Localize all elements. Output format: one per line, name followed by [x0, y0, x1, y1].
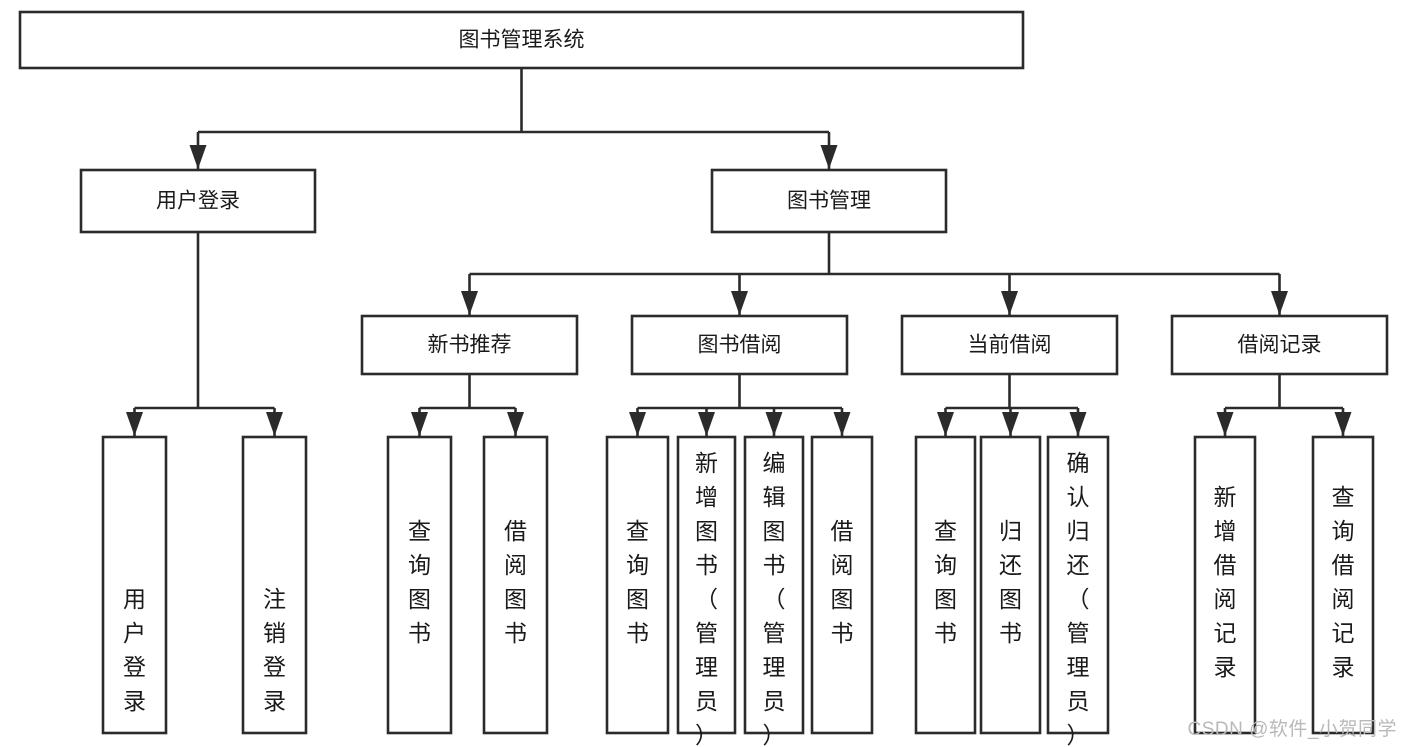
- level3-node-0-label: 新书推荐: [428, 334, 512, 357]
- edge-books-mgmt-arrow-1: [731, 291, 748, 315]
- edge-login-arrow-0: [126, 412, 143, 436]
- leaf-node-3-label: 借阅图书: [504, 518, 527, 646]
- level2-node-1-label: 图书管理: [787, 190, 871, 213]
- level2-node-0-label: 用户登录: [156, 190, 240, 213]
- leaf-node-7-box[interactable]: [810, 435, 874, 735]
- leaf-node-3[interactable]: 借阅图书: [482, 435, 549, 735]
- leaf-node-10-label: 确认归还（管理员）: [1067, 450, 1090, 747]
- leaf-node-11[interactable]: 新增借阅记录: [1193, 435, 1257, 735]
- root-node-box[interactable]: [18, 10, 1025, 70]
- leaf-node-6-label: 编辑图书（管理员）: [763, 450, 786, 747]
- watermark-text: CSDN @软件_小贺同学: [1187, 719, 1397, 740]
- leaf-node-4[interactable]: 查询图书: [605, 435, 670, 735]
- edge-books-mgmt-arrow-3: [1271, 291, 1288, 315]
- leaf-node-10-box[interactable]: [1046, 435, 1110, 735]
- leaf-node-5-label: 新增图书（管理员）: [695, 450, 718, 747]
- edge-borrow-arrow-1: [698, 412, 715, 436]
- level2-node-1[interactable]: 图书管理: [710, 168, 948, 234]
- leaf-node-2-label: 查询图书: [408, 518, 431, 646]
- edge-current-arrow-0: [937, 412, 954, 436]
- level3-node-2-label: 当前借阅: [968, 334, 1052, 357]
- level2-node-0[interactable]: 用户登录: [79, 168, 317, 234]
- level3-node-0[interactable]: 新书推荐: [360, 314, 579, 376]
- leaf-node-7[interactable]: 借阅图书: [810, 435, 874, 735]
- leaf-node-1-box[interactable]: [241, 435, 308, 735]
- level2-node-0-box[interactable]: [79, 168, 317, 234]
- edge-records-arrow-0: [1216, 412, 1234, 436]
- edge-borrow-arrow-0: [629, 412, 646, 436]
- leaf-node-3-box[interactable]: [482, 435, 549, 735]
- leaf-node-6[interactable]: 编辑图书（管理员）: [743, 435, 805, 747]
- level3-node-0-box[interactable]: [360, 314, 579, 376]
- leaf-node-12-label: 查询借阅记录: [1332, 484, 1355, 680]
- leaf-node-5-box[interactable]: [676, 435, 737, 735]
- leaf-node-11-label: 新增借阅记录: [1214, 484, 1237, 680]
- edge-records-arrow-1: [1334, 412, 1352, 436]
- leaf-node-2-box[interactable]: [386, 435, 453, 735]
- leaf-node-9-box[interactable]: [979, 435, 1042, 735]
- leaf-node-5[interactable]: 新增图书（管理员）: [676, 435, 737, 747]
- leaf-node-0[interactable]: 用户登录: [101, 435, 168, 735]
- leaf-node-8[interactable]: 查询图书: [914, 435, 977, 735]
- leaf-node-9-label: 归还图书: [999, 518, 1022, 646]
- level3-node-1-label: 图书借阅: [698, 334, 782, 357]
- edge-current-arrow-2: [1069, 412, 1087, 436]
- edge-current-arrow-1: [1002, 412, 1019, 436]
- root-node-label: 图书管理系统: [459, 29, 585, 52]
- edge-newbook-arrow-0: [411, 412, 428, 436]
- leaf-node-9[interactable]: 归还图书: [979, 435, 1042, 735]
- leaf-node-0-label: 用户登录: [123, 586, 146, 714]
- leaf-node-1-label: 注销登录: [263, 586, 286, 714]
- leaf-node-1[interactable]: 注销登录: [241, 435, 308, 735]
- leaf-node-12-box[interactable]: [1311, 435, 1375, 735]
- edge-login-arrow-1: [266, 412, 283, 436]
- level3-node-2-box[interactable]: [900, 314, 1119, 376]
- edge-root-arrow-1: [820, 145, 838, 169]
- level3-node-1[interactable]: 图书借阅: [630, 314, 849, 376]
- leaf-node-10[interactable]: 确认归还（管理员）: [1046, 435, 1110, 747]
- edge-newbook-arrow-1: [507, 412, 524, 436]
- leaf-node-12[interactable]: 查询借阅记录: [1311, 435, 1375, 735]
- leaf-node-2[interactable]: 查询图书: [386, 435, 453, 735]
- leaf-node-11-box[interactable]: [1193, 435, 1257, 735]
- edge-root-arrow-0: [189, 145, 207, 169]
- edge-books-mgmt-arrow-2: [1001, 291, 1018, 315]
- leaf-node-8-label: 查询图书: [934, 518, 957, 646]
- leaf-node-8-box[interactable]: [914, 435, 977, 735]
- leaf-node-4-label: 查询图书: [626, 518, 649, 646]
- root-node[interactable]: 图书管理系统: [18, 10, 1025, 70]
- edge-borrow-arrow-3: [833, 412, 851, 436]
- level3-node-2[interactable]: 当前借阅: [900, 314, 1119, 376]
- edge-borrow-arrow-2: [765, 412, 783, 436]
- level3-node-3[interactable]: 借阅记录: [1170, 314, 1389, 376]
- edge-books-mgmt-arrow-0: [461, 291, 478, 315]
- level3-node-3-label: 借阅记录: [1238, 334, 1322, 357]
- leaf-node-0-box[interactable]: [101, 435, 168, 735]
- leaf-node-7-label: 借阅图书: [831, 518, 854, 646]
- leaf-node-4-box[interactable]: [605, 435, 670, 735]
- leaf-node-6-box[interactable]: [743, 435, 805, 735]
